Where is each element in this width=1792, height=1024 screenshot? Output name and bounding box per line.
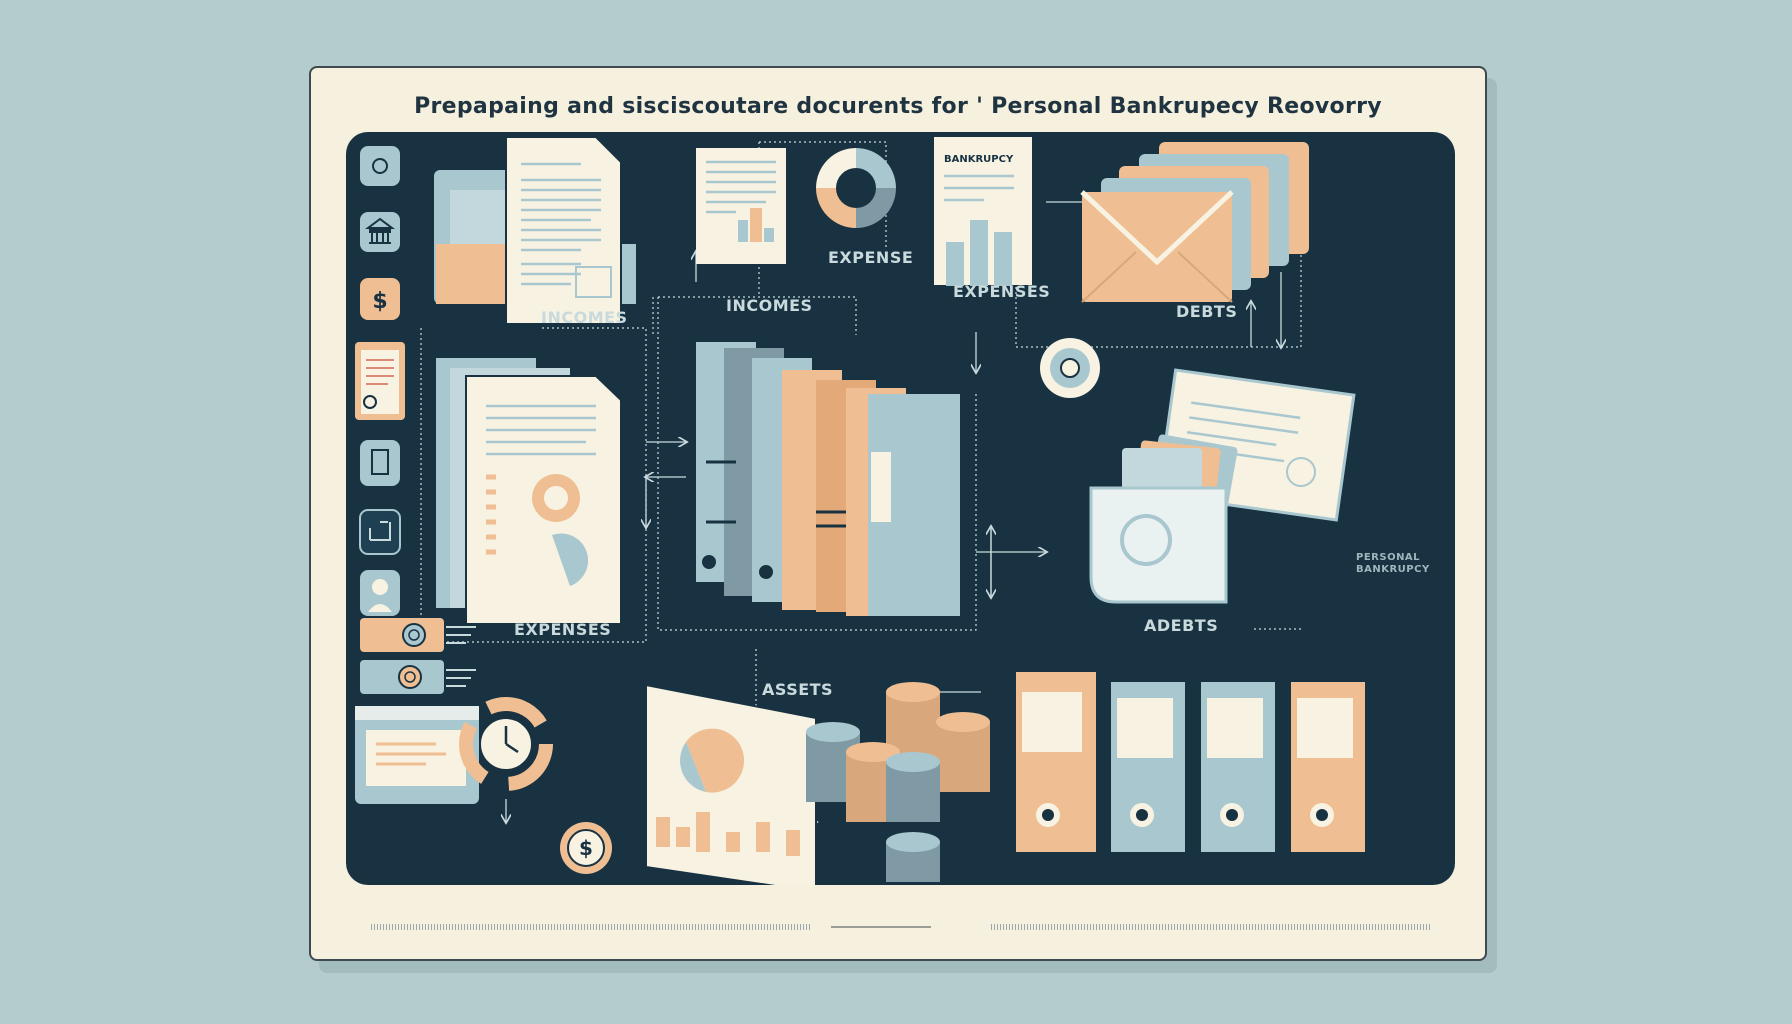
- infographic-poster: Prepapaing and sisciscoutare docurents f…: [309, 66, 1487, 961]
- label-adebts: ADEBTS: [1144, 616, 1219, 635]
- bank-icon: [360, 212, 400, 252]
- folder-tray-icon: [355, 706, 479, 804]
- dollar-badge-icon: $: [560, 822, 612, 874]
- clipboard-icon: [355, 342, 405, 420]
- dollar-icon: $: [360, 278, 400, 320]
- binder-icon: [696, 342, 960, 616]
- tag-icon: [360, 618, 476, 652]
- binder-icon: [1016, 672, 1365, 852]
- phone-icon: [360, 440, 400, 486]
- svg-text:$: $: [579, 836, 593, 860]
- folder-icon: [1089, 434, 1238, 604]
- pie-chart-icon: [816, 148, 896, 228]
- envelope-icon: [1080, 142, 1309, 303]
- label-bankrupcy: BANKRUPCY: [1356, 564, 1430, 575]
- label-debts: DEBTS: [1176, 302, 1238, 321]
- footer-rule: [371, 924, 1431, 930]
- document-icon: BANKRUPCY: [932, 135, 1034, 287]
- bar-chart-icon: [645, 683, 817, 885]
- folder-icon: [434, 136, 636, 325]
- dark-panel: $: [346, 132, 1455, 885]
- gear-icon: [1040, 338, 1100, 398]
- label-assets: ASSETS: [762, 680, 834, 699]
- cycle-clock-icon: [459, 697, 553, 791]
- label-incomes-center: INCOMES: [726, 296, 813, 315]
- sidebar-icons: $: [355, 146, 479, 804]
- label-expenses-top: EXPENSES: [953, 282, 1051, 301]
- poster-title: Prepapaing and sisciscoutare docurents f…: [414, 94, 1382, 119]
- bar-chart-icon: [696, 148, 786, 264]
- label-expenses-left: EXPENSES: [514, 620, 612, 639]
- label-incomes-left: INCOMES: [541, 308, 628, 327]
- circle-icon: [360, 146, 400, 186]
- coin-stack-icon: [806, 682, 990, 882]
- label-expense: EXPENSE: [828, 248, 914, 267]
- illustration-canvas: $: [355, 135, 1365, 885]
- document-icon: [505, 136, 622, 325]
- svg-text:$: $: [372, 289, 387, 314]
- export-icon: [359, 509, 401, 555]
- doc-header-text: BANKRUPCY: [944, 154, 1014, 165]
- label-personal: PERSONAL: [1356, 552, 1421, 563]
- document-icon: [436, 358, 622, 625]
- person-icon: [360, 570, 400, 616]
- tag-icon: [360, 660, 476, 694]
